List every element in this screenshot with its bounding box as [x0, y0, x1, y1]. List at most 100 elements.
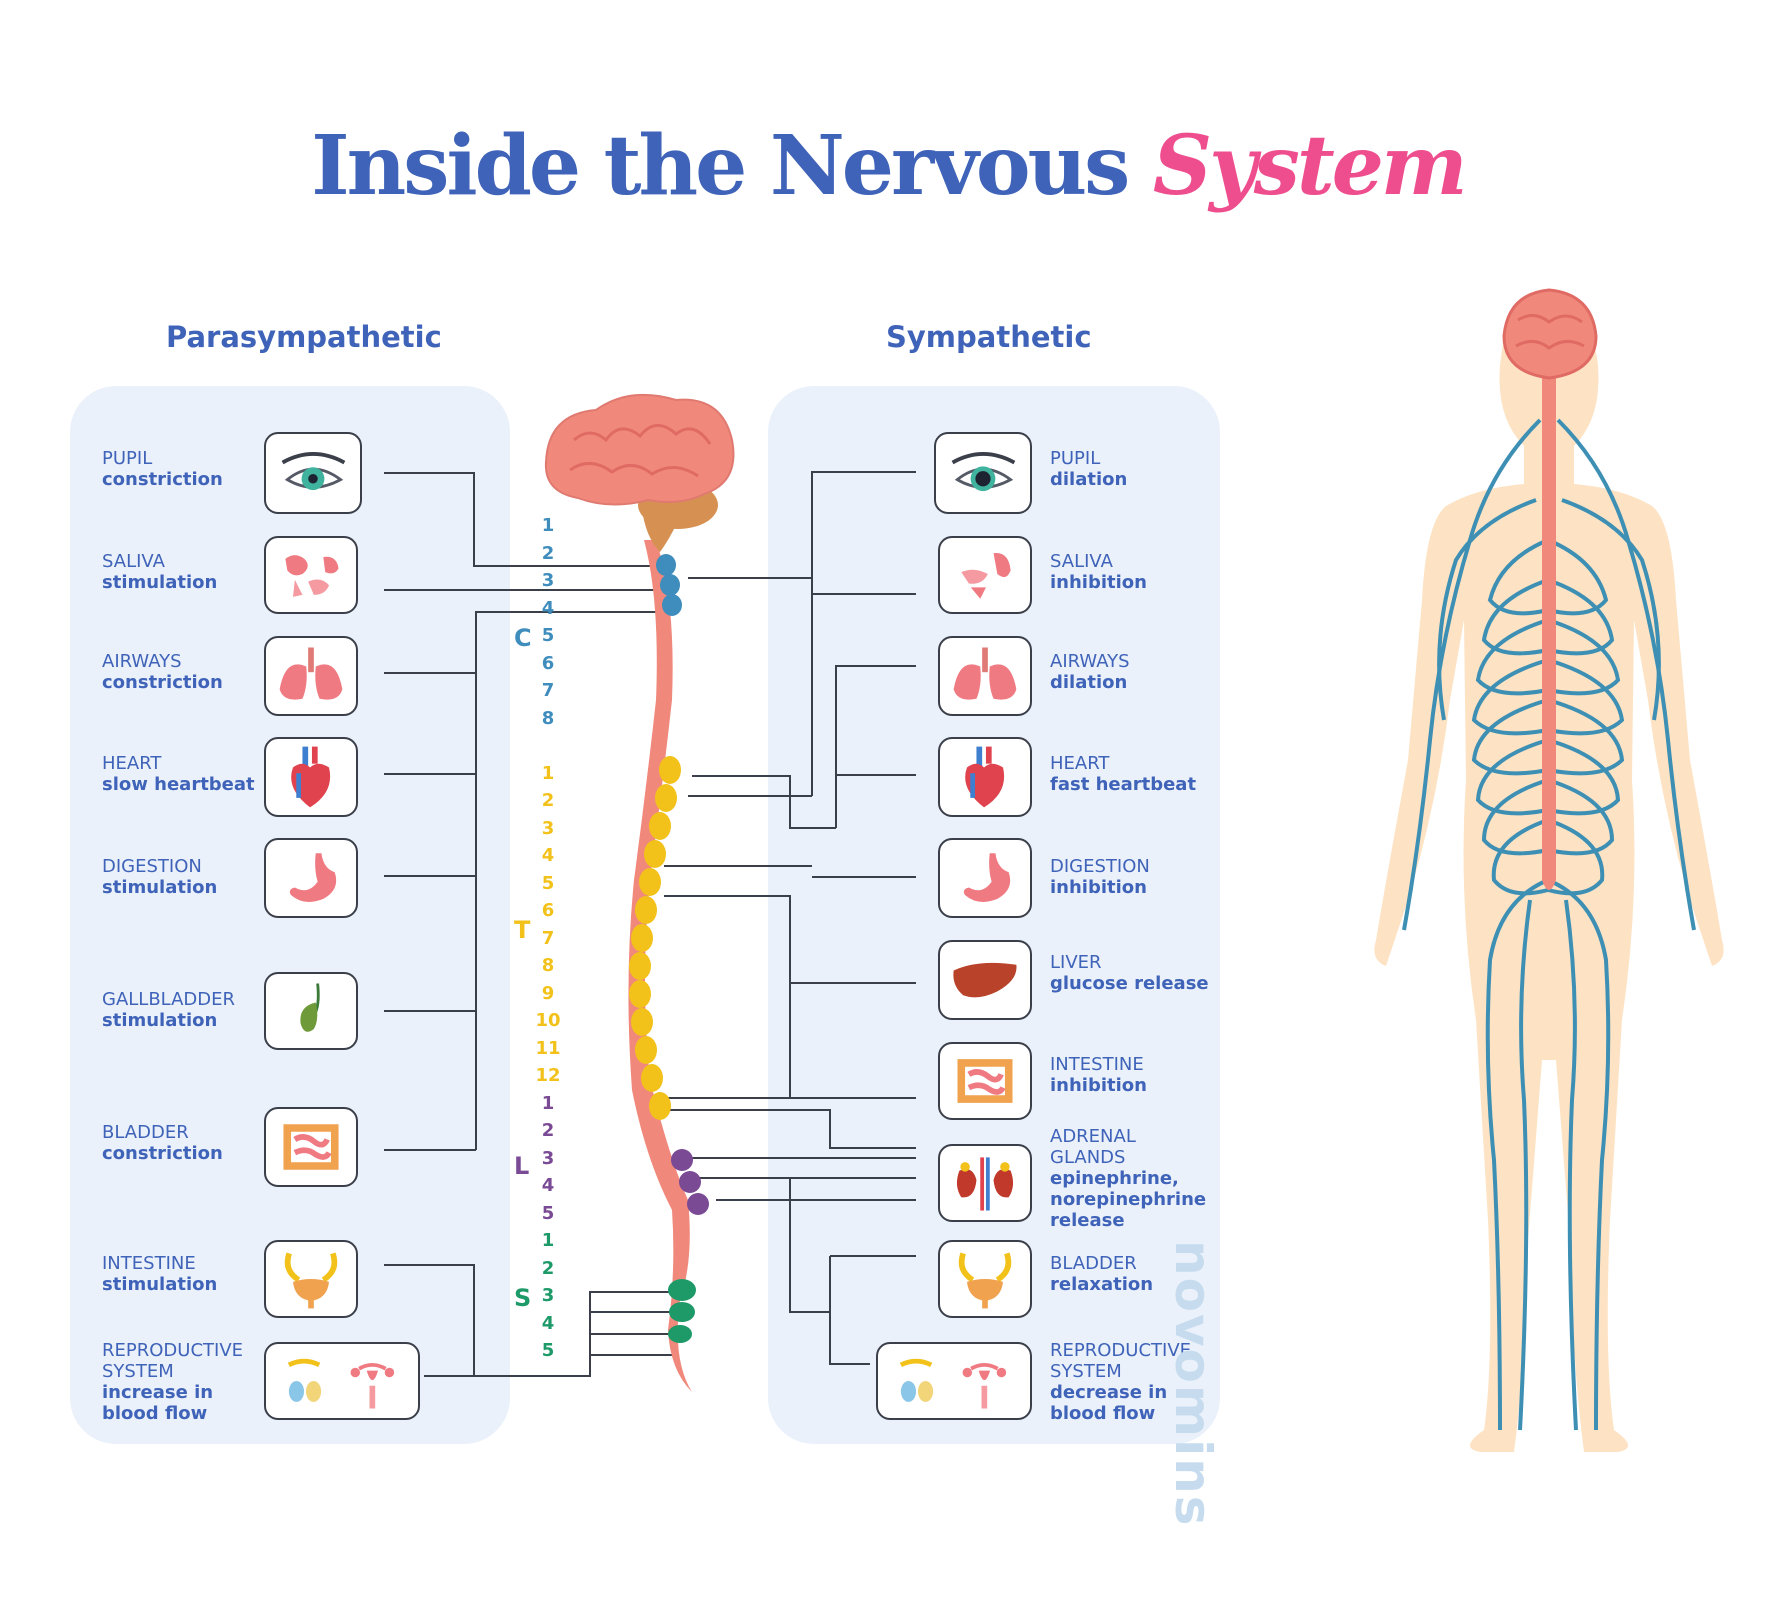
para-box-airways — [264, 636, 358, 716]
vertebra-t — [629, 980, 651, 1008]
eye-icon — [951, 452, 1016, 492]
segment-number-c-2: 2 — [541, 542, 555, 564]
segment-number-t-12: 12 — [535, 1065, 561, 1086]
page-title: Inside the Nervous System — [0, 125, 1776, 207]
segment-number-c-3: 3 — [541, 570, 555, 591]
vertebra-t — [649, 812, 671, 840]
vertebra-t — [631, 1008, 653, 1036]
brain — [544, 393, 735, 506]
vertebra-t — [631, 924, 653, 952]
para-box-bladder — [264, 1107, 358, 1187]
symp-box-liver — [938, 940, 1032, 1020]
symp-box-pupil — [934, 432, 1032, 514]
region-letter-c: C — [514, 624, 532, 652]
segment-number-t-9: 9 — [541, 982, 555, 1004]
vertebra-t — [649, 1092, 671, 1120]
parasympathetic-connectors — [384, 472, 672, 1377]
segment-number-l-1: 1 — [541, 1092, 555, 1114]
vertebra-t — [659, 756, 681, 784]
para-box-heart — [264, 737, 358, 817]
body-spinal-cord — [1542, 370, 1556, 890]
lumbar-segments — [671, 1149, 709, 1215]
segment-number-t-6: 6 — [541, 900, 555, 921]
vertebra-l — [687, 1193, 709, 1215]
segment-number-t-7: 7 — [541, 927, 555, 949]
bladder-icon — [958, 1252, 1012, 1309]
segment-number-c-5: 5 — [541, 625, 555, 646]
segment-number-t-10: 10 — [535, 1010, 561, 1031]
vertebra-s — [669, 1302, 695, 1322]
vertebra-t — [629, 952, 651, 980]
heart-icon — [291, 746, 331, 808]
para-box-saliva — [264, 536, 358, 614]
vertebra-c — [662, 594, 682, 616]
segment-number-t-4: 4 — [541, 845, 555, 866]
segment-number-c-8: 8 — [541, 707, 555, 729]
segment-number-s-3: 3 — [541, 1285, 555, 1306]
body-brain-folds — [1515, 314, 1585, 350]
symp-box-bladder — [938, 1240, 1032, 1318]
symp-box-intestine — [938, 1042, 1032, 1120]
vertebra-t — [639, 868, 661, 896]
stomach-icon — [289, 853, 337, 902]
segment-number-l-2: 2 — [541, 1120, 555, 1141]
salivary-glands-icon — [285, 555, 339, 597]
symp-box-heart — [938, 737, 1032, 817]
brain-folds — [569, 424, 712, 478]
symp-box-airways — [938, 636, 1032, 716]
title-accent: System — [1152, 117, 1468, 214]
segment-number-t-2: 2 — [541, 790, 555, 811]
spinal-cord — [628, 540, 692, 1392]
segment-number-l-4: 4 — [541, 1175, 555, 1196]
vertebra-t — [641, 1064, 663, 1092]
para-box-reproductive — [264, 1342, 420, 1420]
vertebra-s — [668, 1279, 696, 1301]
segment-number-s-2: 2 — [541, 1257, 555, 1279]
eye-icon — [281, 452, 346, 491]
segment-number-c-6: 6 — [541, 652, 555, 674]
segment-number-t-5: 5 — [541, 872, 555, 894]
symp-box-saliva — [938, 536, 1032, 614]
peripheral-nerves — [1402, 418, 1696, 1431]
sympathetic-connectors — [664, 471, 916, 1365]
segment-number-t-3: 3 — [541, 817, 555, 839]
stomach-icon — [963, 853, 1011, 902]
title-main: Inside the Nervous — [311, 117, 1153, 214]
vertebra-t — [655, 784, 677, 812]
para-box-intestine — [264, 1240, 358, 1318]
symp-box-adrenal — [938, 1144, 1032, 1222]
vertebra-t — [644, 840, 666, 868]
segment-number-t-11: 11 — [535, 1037, 561, 1059]
cervical-segments — [656, 554, 682, 616]
intestine-icon — [283, 1124, 339, 1170]
segment-number-c-1: 1 — [541, 515, 555, 536]
salivary-glands-icon — [961, 553, 1011, 599]
liver-icon — [953, 962, 1017, 998]
lungs-icon — [279, 647, 343, 700]
vertebra-c — [660, 574, 680, 596]
brand-logo: novomins — [1164, 1240, 1222, 1528]
kidneys-icon — [956, 1157, 1014, 1211]
segment-number-s-1: 1 — [541, 1230, 555, 1251]
gallbladder-icon — [300, 983, 320, 1032]
vertebra-t — [635, 896, 657, 924]
reproductive-organs-icon — [899, 1358, 1007, 1409]
vertebra-s — [668, 1325, 692, 1343]
region-letter-l: L — [514, 1152, 530, 1180]
vertebra-l — [679, 1171, 701, 1193]
